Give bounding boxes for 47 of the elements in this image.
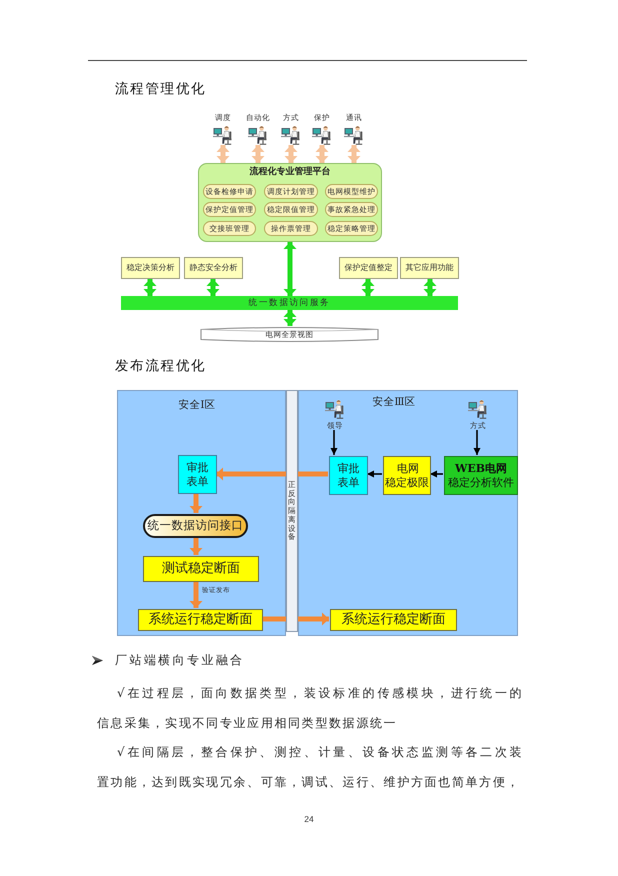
- process-box: 系统运行稳定断面: [330, 609, 457, 631]
- panel-title: 流程化专业管理平台: [248, 167, 332, 178]
- double-arrow: [144, 279, 156, 296]
- arrow: [216, 468, 286, 480]
- function-box: 静态安全分析: [184, 257, 243, 279]
- function-box: 保护定值整定: [339, 257, 398, 279]
- double-arrow: [424, 279, 436, 296]
- double-arrow: [284, 145, 298, 163]
- function-box: 稳定决策分析: [121, 257, 180, 279]
- process-box: WEB电网稳定分析软件: [444, 456, 518, 495]
- function-box: 其它应用功能: [400, 257, 459, 279]
- double-arrow: [316, 145, 328, 163]
- double-arrow: [206, 279, 220, 296]
- interface-capsule: 统一数据访问接口: [143, 514, 248, 538]
- arrow: [367, 470, 382, 478]
- arrow: [190, 493, 202, 513]
- arrow: [330, 430, 338, 455]
- zone-title: 安全Ⅰ区: [177, 399, 217, 412]
- section-heading: 发布流程优化: [115, 358, 206, 374]
- paragraph: √在过程层，面向数据类型，装设标准的传感模块，进行统一的信息采集，实现不同专业应用相同类型数据源统一: [97, 685, 524, 732]
- double-arrow: [284, 242, 296, 296]
- page-number: 24: [303, 814, 315, 825]
- service-bar: 统一数据访问服务: [121, 296, 458, 310]
- zone-title: 安全Ⅲ区: [371, 396, 417, 409]
- arrow: [298, 612, 329, 626]
- double-arrow: [216, 145, 230, 163]
- arrow: [190, 537, 202, 555]
- platform-panel: [198, 163, 382, 242]
- connector-line: [298, 472, 328, 476]
- arrow: [474, 430, 480, 455]
- process-box: 审批表单: [329, 456, 368, 495]
- arrow: [190, 581, 202, 608]
- paragraph: √在间隔层，整合保护、测控、计量、设备状态监测等各二次装置功能，达到既实现冗余、可靠，调试、运行、维护方面也简单方便，: [97, 744, 524, 791]
- double-arrow: [284, 310, 296, 326]
- double-arrow: [362, 279, 374, 296]
- zone-panel: [117, 390, 286, 636]
- process-box: 审批表单: [178, 455, 217, 494]
- double-arrow: [252, 145, 264, 163]
- list-heading: 厂站端横向专业融合: [115, 653, 245, 667]
- section-heading: 流程管理优化: [115, 81, 206, 97]
- arrow: [430, 470, 443, 478]
- process-box: 电网稳定极限: [383, 456, 431, 495]
- process-box: 测试稳定断面: [143, 556, 259, 582]
- zone-panel: [298, 390, 518, 636]
- process-box: 系统运行稳定断面: [138, 609, 263, 631]
- double-arrow: [348, 145, 360, 163]
- connector-line: [262, 616, 286, 622]
